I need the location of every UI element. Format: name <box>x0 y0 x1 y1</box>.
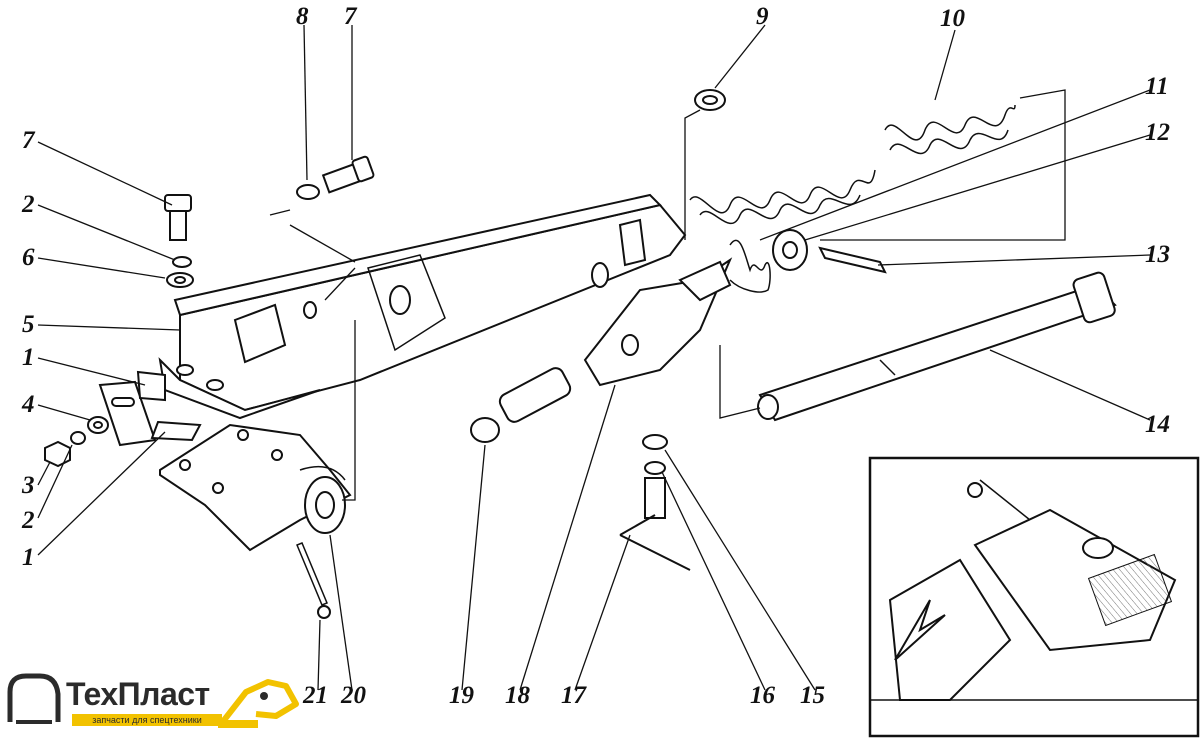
small-hardware-parts <box>729 229 887 293</box>
spring-parts <box>689 89 1016 224</box>
callout-18: 18 <box>505 682 531 709</box>
washer-and-cotter-pin-parts <box>296 476 346 619</box>
callout-2-upper: 2 <box>21 191 35 218</box>
callout-14: 14 <box>1145 411 1170 438</box>
callout-2-lower: 2 <box>21 507 35 534</box>
callout-9: 9 <box>756 3 769 30</box>
wing-bolt-part <box>619 434 691 571</box>
logo-name: ТехПласт <box>66 676 210 712</box>
callout-5: 5 <box>22 311 35 338</box>
assembly-lines <box>269 89 1066 501</box>
main-arm-part <box>158 193 687 420</box>
mounting-plate-part <box>159 423 352 552</box>
callout-19: 19 <box>449 682 475 709</box>
callout-16: 16 <box>750 682 776 709</box>
callout-11: 11 <box>1145 73 1169 100</box>
logo-tagline: запчасти для спецтехники <box>72 714 222 726</box>
location-inset <box>868 456 1200 738</box>
callout-7-top: 7 <box>344 3 358 30</box>
callout-20: 20 <box>340 682 367 709</box>
axle-pin-part <box>757 271 1117 422</box>
latch-plate-part <box>583 257 733 387</box>
callout-10: 10 <box>940 5 966 32</box>
callout-8: 8 <box>296 3 309 30</box>
callout-21: 21 <box>302 682 328 709</box>
callout-6: 6 <box>22 244 35 271</box>
leader-lines <box>37 24 1151 691</box>
shim-parts <box>98 370 202 447</box>
callout-17: 17 <box>561 682 588 709</box>
fastener-parts <box>44 155 375 468</box>
plunger-part <box>470 367 572 443</box>
callout-1-lower: 1 <box>22 544 35 571</box>
callout-1-upper: 1 <box>22 344 35 371</box>
callout-7-left: 7 <box>22 127 36 154</box>
callout-4: 4 <box>21 391 35 418</box>
callout-labels: 7 2 6 5 1 4 3 2 1 8 7 9 10 11 12 13 14 2… <box>21 3 1170 709</box>
callout-13: 13 <box>1145 241 1170 268</box>
callout-12: 12 <box>1145 119 1170 146</box>
callout-3: 3 <box>21 472 35 499</box>
excavator-logo-icon <box>7 673 299 728</box>
company-logo: ТехПласт запчасти для спецтехники <box>6 664 306 736</box>
callout-15: 15 <box>800 682 825 709</box>
